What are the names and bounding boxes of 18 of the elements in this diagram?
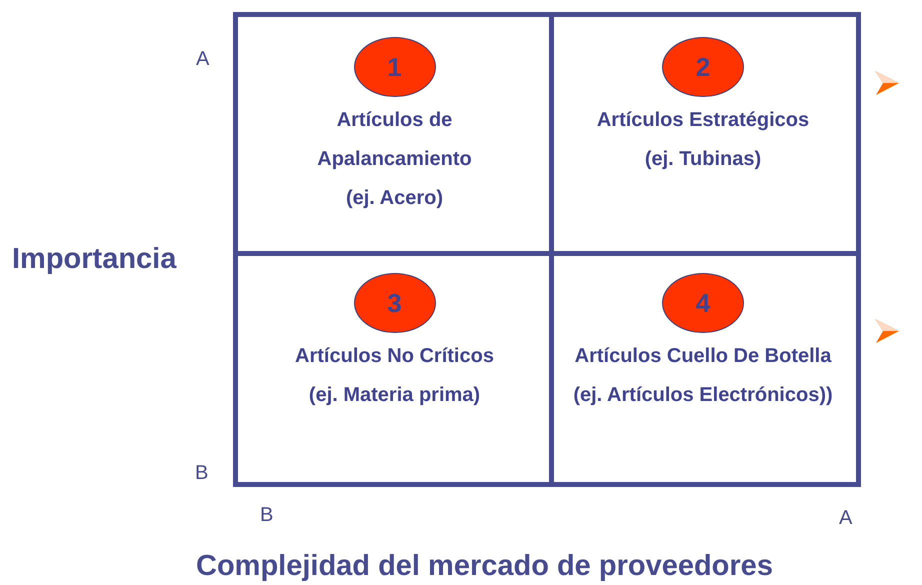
axis-tick-label: B: [195, 461, 208, 486]
number-circle: 2: [662, 37, 744, 97]
quadrant-text: Artículos Cuello De Botella: [574, 344, 832, 369]
number-circle: 3: [354, 273, 436, 333]
number-circle: 1: [354, 37, 436, 97]
quadrant-text: (ej. Artículos Electrónicos)): [573, 383, 833, 408]
quadrant-text: Artículos Estratégicos: [596, 108, 810, 133]
axis-tick-label: A: [196, 47, 210, 72]
quadrant-text: Artículos de Apalancamiento: [316, 108, 473, 172]
axis-title: Importancia: [12, 242, 176, 277]
quadrant-text: (ej. Materia prima): [308, 383, 482, 408]
number-circle: 4: [662, 273, 744, 333]
axis-title: Complejidad del mercado de proveedores: [196, 549, 773, 584]
axis-tick-label: B: [260, 503, 274, 528]
quadrant-text: (ej. Acero): [344, 186, 444, 211]
axis-tick-label: A: [839, 506, 852, 531]
quadrant-text: Artículos No Críticos: [294, 344, 495, 369]
quadrant-text: (ej. Tubinas): [644, 147, 762, 172]
